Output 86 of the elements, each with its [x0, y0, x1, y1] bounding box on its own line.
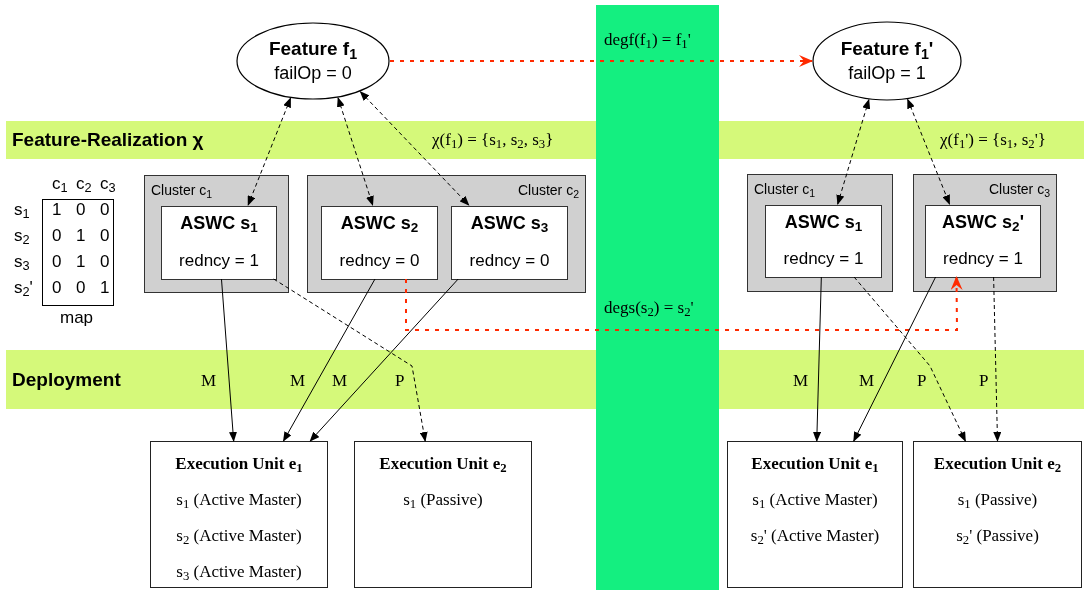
feature-ellipse: [812, 21, 962, 101]
matrix-value: 0: [52, 278, 62, 297]
matrix-value: 1: [100, 278, 110, 297]
arrow: [221, 278, 237, 442]
unit-title: Execution Unit e$_{1}$: [751, 453, 879, 478]
arrow: [309, 278, 459, 442]
matrix-value: 1: [76, 252, 86, 271]
arrow: [273, 278, 428, 442]
matrix-column-label: c$_{3}$: [100, 174, 116, 193]
component-attribute: redncy = 0: [339, 250, 420, 272]
unit-title: Execution Unit e$_{2}$: [379, 453, 507, 478]
unit-entry: s$_{1}$ (Passive): [957, 489, 1038, 514]
cluster-box: [307, 175, 586, 293]
realization-formula: χ(f$_{1}$') = {s$_{1}$, s$_{2}$'}: [940, 129, 1046, 153]
matrix-value: 0: [76, 278, 86, 297]
feature-attribute: failOp = 0: [274, 62, 352, 85]
feature-attribute: failOp = 1: [848, 62, 926, 85]
matrix-column-label: c$_{2}$: [76, 174, 92, 193]
matrix-column-label: c$_{1}$: [52, 174, 68, 193]
mapping-arrow: [405, 276, 963, 331]
matrix-value: 0: [100, 200, 110, 219]
component-box: [925, 205, 1041, 278]
cluster-box: [747, 174, 893, 292]
component-title: ASWC s$_{3}$: [470, 212, 549, 235]
matrix-value: 0: [52, 252, 62, 271]
mapping-arrow: [389, 55, 813, 67]
matrix-row-label: s$_{1}$: [14, 200, 30, 219]
feature-title: Feature f$_{1}$: [268, 37, 358, 61]
matrix-row-label: s$_{2}$': [14, 278, 33, 297]
component-attribute: redncy = 0: [469, 250, 550, 272]
cluster-label: Cluster c$_{1}$: [754, 181, 816, 197]
component-title: ASWC s$_{2}$: [340, 212, 419, 235]
feature-ellipse: [236, 22, 390, 100]
component-box: [765, 205, 882, 278]
cluster-label: Cluster c$_{1}$: [151, 182, 213, 198]
unit-entry: s$_{1}$ (Passive): [403, 489, 483, 514]
matrix-row-label: s$_{3}$: [14, 252, 30, 271]
matrix-caption: map: [60, 308, 94, 327]
execution-unit-box: [150, 441, 328, 588]
execution-unit-box: [913, 441, 1082, 588]
cluster-box: [144, 175, 289, 293]
matrix-value: 1: [52, 200, 62, 219]
matrix-value: 1: [76, 226, 86, 245]
matrix-value: 0: [76, 200, 86, 219]
arrow: [813, 276, 822, 442]
cluster-label: Cluster c$_{2}$: [517, 182, 579, 198]
matrix-row-label: s$_{2}$: [14, 226, 30, 245]
component-box: [451, 206, 568, 280]
unit-title: Execution Unit e$_{2}$: [933, 453, 1062, 478]
matrix-value: 0: [100, 226, 110, 245]
arrow: [853, 276, 937, 442]
edge-label: degf(f$_{1}$) = f$_{1}$': [602, 30, 693, 49]
arrow: [283, 278, 376, 442]
feature-title: Feature f$_{1}$': [840, 37, 934, 61]
matrix-value: 0: [100, 252, 110, 271]
unit-entry: s$_{2}$ (Active Master): [176, 525, 302, 550]
component-attribute: redncy = 1: [783, 248, 864, 270]
unit-entry: s$_{1}$ (Active Master): [176, 489, 302, 514]
component-attribute: redncy = 1: [179, 250, 259, 272]
execution-unit-box: [354, 441, 532, 588]
unit-title: Execution Unit e$_{1}$: [175, 453, 303, 478]
unit-entry: s$_{3}$ (Active Master): [176, 561, 302, 586]
component-title: ASWC s$_{1}$: [180, 212, 258, 235]
arrow: [907, 98, 950, 205]
arrow: [247, 97, 291, 206]
arrow: [836, 98, 871, 205]
edge-label: degs(s$_{2}$) = s$_{2}$': [602, 298, 696, 317]
arrow: [853, 276, 966, 442]
arrow: [359, 91, 470, 206]
cluster-label: Cluster c$_{3}$: [988, 181, 1050, 197]
cluster-box: [913, 174, 1057, 292]
unit-entry: s$_{2}$' (Active Master): [750, 525, 880, 550]
realization-formula: χ(f$_{1}$) = {s$_{1}$, s$_{2}$, s$_{3}$}: [432, 129, 554, 153]
layer-title: Feature-Realization χ: [12, 127, 204, 152]
component-box: [161, 206, 277, 280]
matrix-value: 0: [52, 226, 62, 245]
execution-unit-box: [727, 441, 903, 588]
component-box: [321, 206, 438, 280]
arrow: [993, 276, 1002, 442]
component-title: ASWC s$_{2}$': [942, 211, 1024, 234]
unit-entry: s$_{2}$' (Passive): [956, 525, 1039, 550]
layer-title: Deployment: [12, 367, 121, 392]
component-title: ASWC s$_{1}$: [784, 211, 863, 234]
arrow: [337, 96, 374, 206]
unit-entry: s$_{1}$ (Active Master): [752, 489, 878, 514]
component-attribute: redncy = 1: [943, 248, 1023, 270]
